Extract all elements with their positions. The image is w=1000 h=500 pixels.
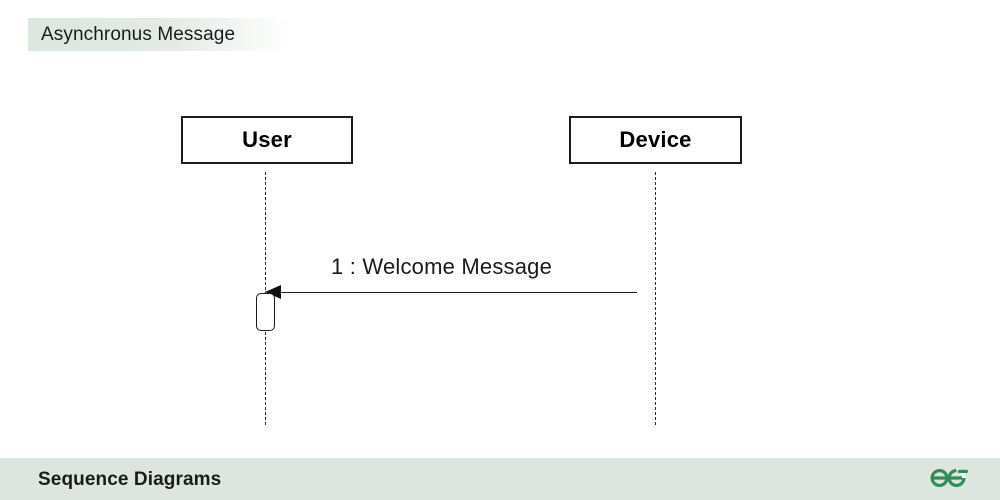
participant-box-user: User: [181, 116, 353, 164]
message-label-1: 1 : Welcome Message: [331, 254, 553, 279]
activation-bar-user: [256, 293, 275, 331]
geeksforgeeks-logo-icon: [930, 468, 968, 488]
page-title: Asynchronus Message: [41, 24, 236, 45]
participant-label-user: User: [242, 127, 292, 152]
title-highlight-band: [28, 18, 290, 51]
footer-title: Sequence Diagrams: [38, 469, 222, 490]
participant-label-device: Device: [619, 127, 692, 152]
lifeline-device: [655, 172, 656, 425]
participant-box-device: Device: [569, 116, 742, 164]
message-line-1: [268, 292, 637, 293]
footer-band: [0, 458, 1000, 500]
